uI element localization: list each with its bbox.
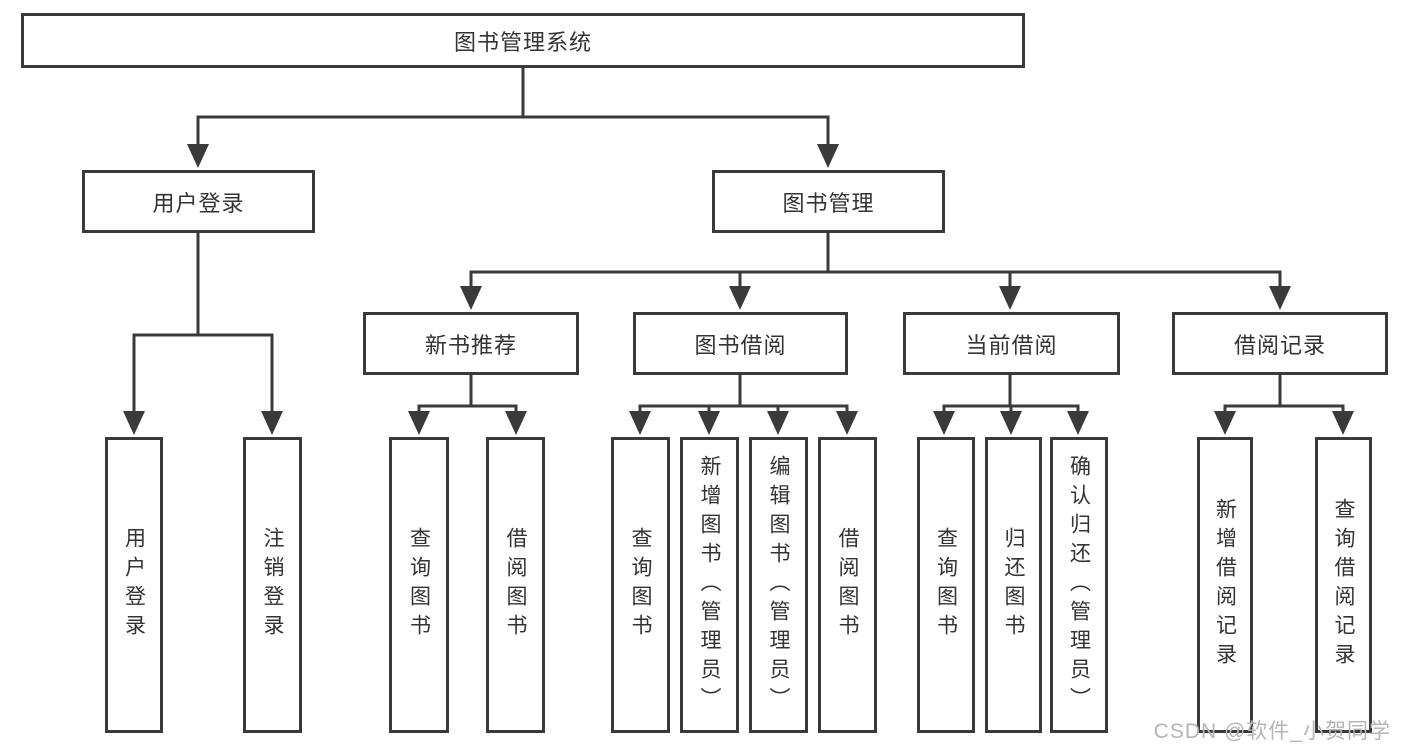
leaf-borrow-add-books-admin: 新增图书（管理员）: [680, 437, 739, 733]
leaf-user-login-label: 用户登录: [122, 527, 146, 643]
leaf-newbook-query-books-label: 查询图书: [407, 527, 431, 643]
leaf-borrow-add-books-admin-label: 新增图书（管理员）: [698, 454, 721, 716]
leaf-current-return-books: 归还图书: [985, 437, 1042, 733]
leaf-logout: 注销登录: [243, 437, 302, 733]
leaf-newbook-borrow-books-label: 借阅图书: [504, 527, 527, 643]
leaf-newbook-borrow-books: 借阅图书: [486, 437, 545, 733]
leaf-current-query-books: 查询图书: [917, 437, 975, 733]
node-book-management-label: 图书管理: [782, 190, 875, 216]
node-root: 图书管理系统: [21, 13, 1025, 68]
leaf-newbook-query-books: 查询图书: [389, 437, 449, 733]
leaf-borrow-edit-books-admin: 编辑图书（管理员）: [749, 437, 808, 733]
leaf-borrow-borrow-books: 借阅图书: [818, 437, 877, 733]
node-book-management: 图书管理: [712, 170, 945, 233]
node-root-label: 图书管理系统: [453, 29, 592, 55]
leaf-records-query-record: 查询借阅记录: [1315, 437, 1372, 733]
leaf-borrow-query-books: 查询图书: [611, 437, 670, 733]
node-new-book-recommend-label: 新书推荐: [424, 332, 517, 358]
leaf-current-query-books-label: 查询图书: [934, 527, 958, 643]
node-book-borrow: 图书借阅: [633, 312, 848, 375]
node-user-login-label: 用户登录: [152, 190, 245, 216]
node-borrow-records-label: 借阅记录: [1233, 332, 1326, 358]
leaf-current-confirm-return-admin-label: 确认归还（管理员）: [1067, 454, 1091, 716]
node-borrow-records: 借阅记录: [1172, 312, 1388, 375]
node-new-book-recommend: 新书推荐: [363, 312, 579, 375]
leaf-records-query-record-label: 查询借阅记录: [1332, 498, 1355, 672]
node-user-login: 用户登录: [82, 170, 315, 233]
leaf-current-confirm-return-admin: 确认归还（管理员）: [1050, 437, 1108, 733]
leaf-logout-label: 注销登录: [261, 527, 284, 643]
leaf-current-return-books-label: 归还图书: [1002, 527, 1025, 643]
leaf-user-login: 用户登录: [105, 437, 163, 733]
leaf-borrow-borrow-books-label: 借阅图书: [836, 527, 859, 643]
leaf-borrow-edit-books-admin-label: 编辑图书（管理员）: [767, 454, 790, 716]
leaf-records-add-record-label: 新增借阅记录: [1213, 498, 1237, 672]
leaf-borrow-query-books-label: 查询图书: [629, 527, 652, 643]
node-current-borrow-label: 当前借阅: [965, 332, 1058, 358]
node-book-borrow-label: 图书借阅: [694, 332, 787, 358]
leaf-records-add-record: 新增借阅记录: [1197, 437, 1253, 733]
node-current-borrow: 当前借阅: [903, 312, 1120, 375]
csdn-watermark: CSDN @软件_小贺同学: [1153, 720, 1391, 743]
